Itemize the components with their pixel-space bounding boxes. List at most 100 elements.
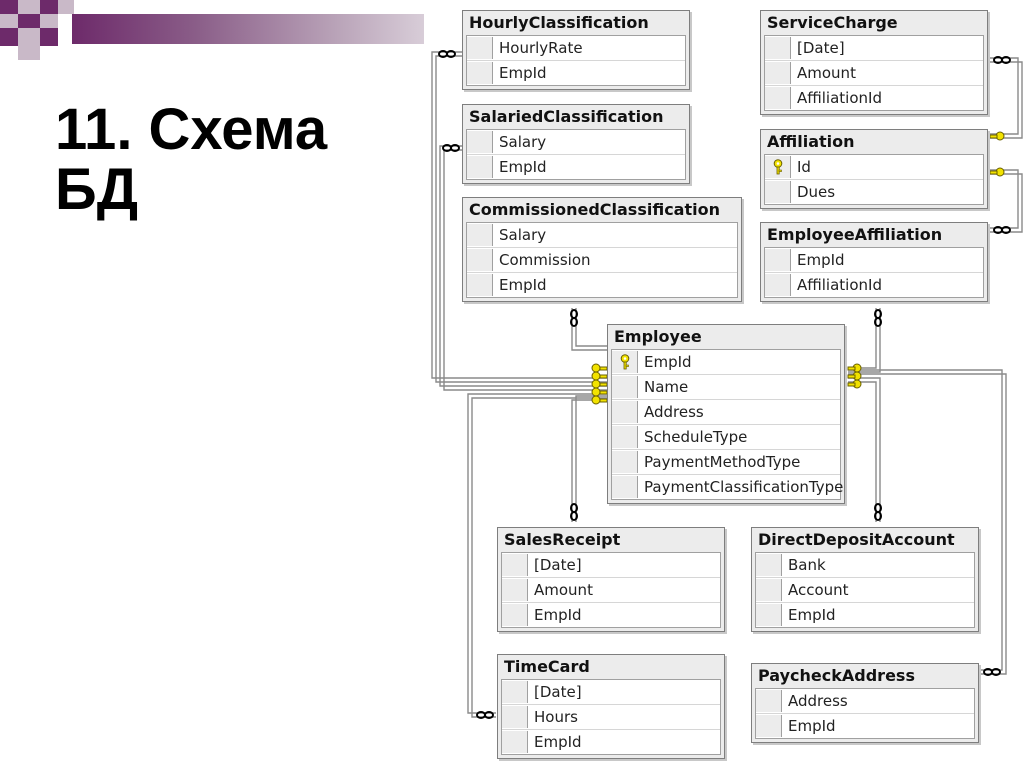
row-selector [502,579,528,601]
column-row[interactable]: AffiliationId [765,272,983,297]
infinity-marker [570,503,578,521]
column-row[interactable]: EmpId [467,272,737,297]
column-name: EmpId [788,717,836,735]
column-row[interactable]: Hours [502,704,720,729]
column-name: Salary [499,133,547,151]
table-title: HourlyClassification [469,13,649,32]
link-salesreceipt-employee [571,399,607,522]
column-name: Commission [499,251,591,269]
column-row[interactable]: [Date] [765,36,983,60]
row-selector [612,401,638,423]
slide-title: 11. Схема БД [55,100,327,220]
column-row[interactable]: Commission [467,247,737,272]
key-marker [591,363,608,373]
row-selector [612,451,638,473]
row-selector [467,156,493,178]
column-name: Hours [534,708,578,726]
column-row[interactable]: Salary [467,130,685,154]
row-selector [756,554,782,576]
table-title: DirectDepositAccount [758,530,955,549]
row-selector [765,62,791,84]
slide-title-line1: 11. Схема [55,97,328,162]
column-name: EmpId [644,353,692,371]
infinity-marker [993,226,1011,234]
column-row[interactable]: EmpId [765,248,983,272]
column-row[interactable]: EmpId [756,602,974,627]
column-name: Address [788,692,848,710]
link-affiliation-empaffiliation-2 [990,173,1023,233]
column-row[interactable]: Name [612,374,840,399]
column-row[interactable]: EmpId [502,729,720,754]
row-selector [467,62,493,84]
row-selector [756,690,782,712]
column-row[interactable]: Address [612,399,840,424]
column-row[interactable]: Amount [502,577,720,602]
column-row[interactable]: ScheduleType [612,424,840,449]
key-marker [591,379,608,389]
column-row[interactable]: EmpId [756,713,974,738]
column-row[interactable]: AffiliationId [765,85,983,110]
column-row[interactable]: EmpId [467,60,685,85]
corner-square-light [18,0,40,14]
corner-square-dark [0,0,18,14]
column-row[interactable]: PaymentClassificationType [612,474,843,499]
corner-square-dark [40,0,58,14]
column-name: EmpId [797,251,845,269]
column-row[interactable]: PaymentMethodType [612,449,840,474]
column-name: Account [788,581,849,599]
column-name: Id [797,158,811,176]
table-title: SalesReceipt [504,530,621,549]
table-title: ServiceCharge [767,13,898,32]
column-row[interactable]: Salary [467,223,737,247]
link-affiliation-empaffiliation [990,169,1019,229]
column-row[interactable]: HourlyRate [467,36,685,60]
infinity-marker [983,668,1001,676]
column-name: EmpId [534,733,582,751]
corner-square-dark [0,28,18,46]
infinity-marker [874,309,882,327]
column-row[interactable]: Account [756,577,974,602]
row-selector [765,87,791,109]
column-name: PaymentMethodType [644,453,801,471]
column-name: Dues [797,183,836,201]
column-name: Address [644,403,704,421]
table-title: Employee [614,327,702,346]
column-row[interactable]: Address [756,689,974,713]
column-row[interactable]: Bank [756,553,974,577]
column-row[interactable]: EmpId [612,350,840,374]
column-row[interactable]: [Date] [502,680,720,704]
column-row[interactable]: EmpId [502,602,720,627]
infinity-marker [438,50,456,58]
key-marker [847,379,862,389]
column-name: Amount [534,581,593,599]
column-row[interactable]: EmpId [467,154,685,179]
row-selector [467,249,493,271]
row-selector [467,131,493,153]
row-selector [502,681,528,703]
column-name: EmpId [499,276,547,294]
corner-square-light [58,0,74,14]
row-selector [612,376,638,398]
column-name: Amount [797,64,856,82]
column-row[interactable]: [Date] [502,553,720,577]
column-row[interactable]: Dues [765,179,983,204]
column-row[interactable]: Amount [765,60,983,85]
table-title: TimeCard [504,657,590,676]
column-row[interactable]: Id [765,155,983,179]
